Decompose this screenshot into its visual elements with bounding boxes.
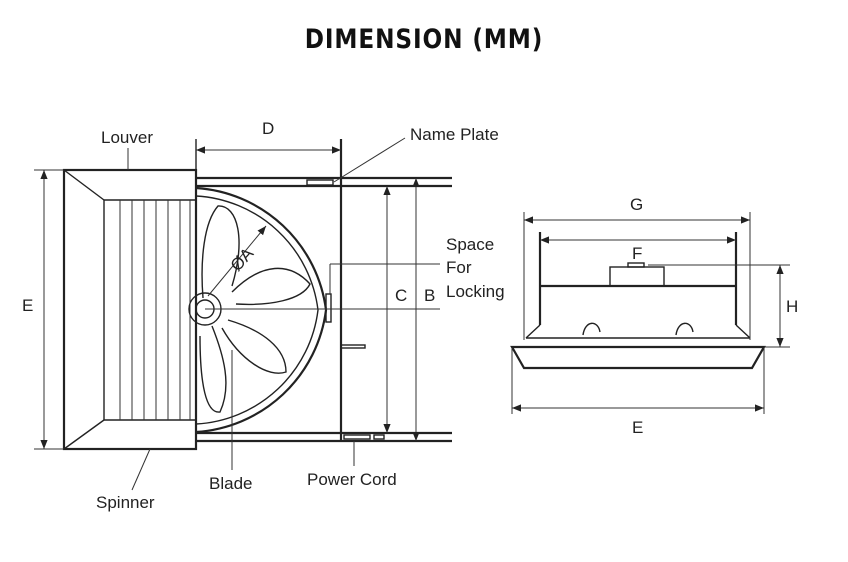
power-cord xyxy=(343,434,371,440)
hook-right xyxy=(675,322,694,336)
name-plate-label: Name Plate xyxy=(410,125,499,144)
dim-a-label: ØA xyxy=(227,243,258,274)
hook-left xyxy=(582,322,601,336)
dim-d-label: D xyxy=(262,119,274,138)
louver-slats xyxy=(119,200,191,420)
spinner-label: Spinner xyxy=(96,493,155,512)
dim-e-label-bottom: E xyxy=(632,418,643,437)
space-label-3: Locking xyxy=(446,282,505,301)
power-cord-label: Power Cord xyxy=(307,470,397,489)
fan-guard xyxy=(195,186,328,434)
dim-b-label: B xyxy=(424,286,435,305)
space-label-2: For xyxy=(446,258,472,277)
dim-h-label: H xyxy=(786,297,798,316)
grille-plate xyxy=(510,345,766,370)
dim-g-label: G xyxy=(630,195,643,214)
louver-label: Louver xyxy=(101,128,153,147)
front-view: G F H E xyxy=(510,195,798,437)
louver-frame xyxy=(62,168,198,451)
name-plate xyxy=(306,179,334,186)
dim-f-label: F xyxy=(632,244,642,263)
dim-c-label: C xyxy=(395,286,407,305)
dim-e-label-left: E xyxy=(22,296,33,315)
side-view: Louver D Name Plate Space For Locking C … xyxy=(22,119,505,512)
page-title: DIMENSION (MM) xyxy=(304,24,544,55)
fan-blades xyxy=(199,205,311,413)
blade-label: Blade xyxy=(209,474,252,493)
space-label-1: Space xyxy=(446,235,494,254)
name-plate-box xyxy=(609,266,665,287)
